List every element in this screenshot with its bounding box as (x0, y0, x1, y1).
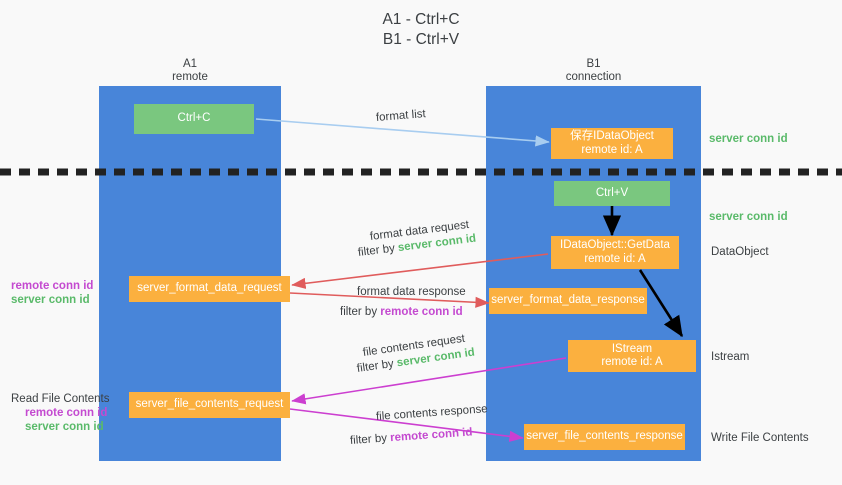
lane-a1-name: A1 (182, 58, 198, 70)
left-label-group-format: remote conn id server conn id (11, 279, 93, 307)
left-label-remote-conn-id-2: remote conn id (25, 407, 108, 419)
node-server-file-contents-response[interactable]: server_file_contents_response (524, 424, 685, 450)
node-server-format-data-response[interactable]: server_format_data_response (489, 288, 647, 314)
node-ctrl-c-label: Ctrl+C (177, 112, 211, 125)
right-label-server-conn-id-top-text: server conn id (709, 133, 788, 145)
lane-header-a1: A1 remote (99, 58, 281, 84)
node-server-format-data-request[interactable]: server_format_data_request (129, 276, 290, 302)
node-istream-line1: IStream (611, 342, 653, 355)
right-label-server-conn-id-mid-text: server conn id (709, 211, 788, 223)
lane-a1-sub: remote (172, 71, 208, 83)
node-idataobject-getdata[interactable]: IDataObject::GetData remote id: A (551, 236, 679, 269)
right-label-istream-text: Istream (711, 351, 750, 363)
node-save-idataobject[interactable]: 保存IDataObject remote id: A (551, 128, 673, 159)
node-idataobject-getdata-line2: remote id: A (584, 252, 646, 265)
right-label-dataobject-text: DataObject (711, 246, 769, 258)
left-label-group-file: Read File Contents remote conn id server… (11, 392, 109, 434)
right-label-server-conn-id-top: server conn id (709, 132, 788, 146)
lane-header-b1: B1 connection (486, 58, 701, 84)
node-server-file-contents-request[interactable]: server_file_contents_request (129, 392, 290, 418)
node-ctrl-c[interactable]: Ctrl+C (134, 104, 254, 134)
node-idataobject-getdata-line1: IDataObject::GetData (560, 239, 670, 251)
node-server-format-data-response-label: server_format_data_response (491, 294, 645, 307)
node-save-idataobject-line2: remote id: A (581, 143, 643, 156)
lane-b1-sub: connection (565, 71, 622, 83)
left-label-server-conn-id-1: server conn id (11, 294, 90, 306)
left-label-read-file-contents: Read File Contents (11, 393, 110, 405)
node-istream-line2: remote id: A (601, 356, 663, 368)
right-label-dataobject: DataObject (711, 245, 769, 259)
node-server-file-contents-response-label: server_file_contents_response (526, 430, 683, 443)
node-ctrl-v-label: Ctrl+V (595, 186, 629, 199)
right-label-server-conn-id-mid: server conn id (709, 210, 788, 224)
label-format-data-response-filter: filter by remote conn id (340, 305, 463, 319)
filter-prefix: filter by (340, 306, 381, 318)
right-label-write-file-contents: Write File Contents (711, 431, 809, 445)
node-server-format-data-request-label: server_format_data_request (137, 282, 282, 295)
left-label-server-conn-id-2: server conn id (25, 421, 104, 433)
node-server-file-contents-request-label: server_file_contents_request (135, 398, 284, 411)
title-line-1: A1 - Ctrl+C (382, 11, 460, 28)
title-line-2: B1 - Ctrl+V (382, 31, 460, 48)
diagram-title: A1 - Ctrl+C B1 - Ctrl+V (0, 10, 842, 50)
lane-b1-name: B1 (586, 58, 601, 70)
right-label-istream: Istream (711, 350, 749, 364)
right-label-write-file-contents-text: Write File Contents (711, 432, 809, 444)
node-istream[interactable]: IStream remote id: A (568, 340, 696, 372)
node-save-idataobject-line1: 保存IDataObject (570, 130, 654, 142)
filter-key-remote-conn-id: remote conn id (380, 306, 463, 318)
left-label-remote-conn-id-1: remote conn id (11, 280, 94, 292)
